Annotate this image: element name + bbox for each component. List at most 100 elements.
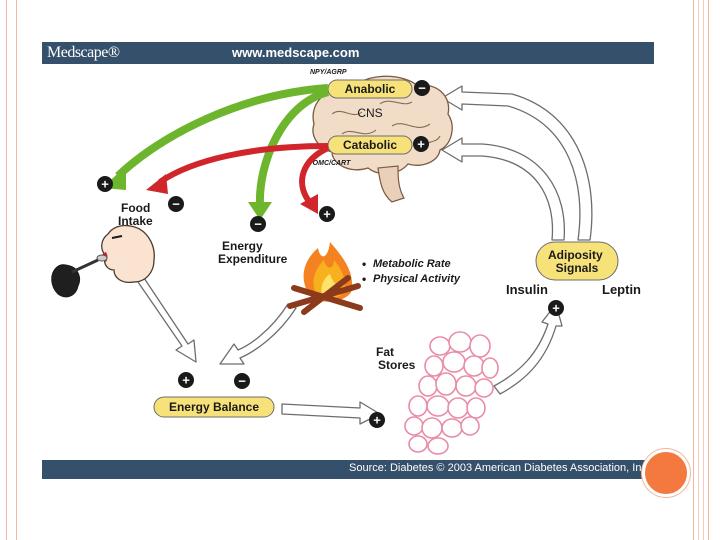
fat-cell <box>426 395 450 417</box>
catabolic-food-arrowhead <box>146 174 168 194</box>
energy-expenditure-line-1: Energy <box>222 239 263 253</box>
physical-activity-label: Physical Activity <box>373 273 461 285</box>
catabolic-label: Catabolic <box>343 138 397 152</box>
fat-plus-sign: + <box>373 413 381 428</box>
fat-cell <box>463 355 485 377</box>
adiposity-signals-label: Adiposity Signals <box>548 248 606 275</box>
food-intake-to-balance-arrow <box>137 277 197 363</box>
spoon-handle <box>71 258 99 274</box>
food-minus-marker <box>168 196 184 212</box>
balance-to-fat-arrow <box>281 401 381 425</box>
metabolic-bullet: • <box>362 257 366 271</box>
fat-stores-line-2: Stores <box>378 358 416 372</box>
adiposity-line-1: Adiposity <box>548 248 603 262</box>
balance-minus-sign: − <box>238 374 246 389</box>
fat-cell <box>455 375 477 397</box>
adiposity-plus-sign: + <box>552 301 560 316</box>
fat-cell <box>442 351 466 373</box>
fat-cell <box>421 417 443 439</box>
fat-cell <box>429 336 451 356</box>
fat-cell <box>474 378 494 398</box>
anabolic-to-food-arrow <box>115 84 329 179</box>
anabolic-expenditure-arrowhead <box>248 202 272 220</box>
fat-to-adiposity-arrow <box>493 303 563 395</box>
fat-cell <box>404 416 424 436</box>
header-url: www.medscape.com <box>232 45 360 60</box>
adiposity-line-2: Signals <box>556 261 599 275</box>
food-intake-label: Food Intake <box>118 201 154 228</box>
slide-right-border <box>693 0 709 540</box>
expenditure-minus-sign: − <box>254 217 262 232</box>
insulin-label: Insulin <box>506 282 548 297</box>
fat-plus-marker <box>369 412 385 428</box>
energy-balance-label: Energy Balance <box>169 400 259 414</box>
fat-cell <box>460 416 480 436</box>
slide-left-border <box>6 0 17 540</box>
fat-cell <box>424 355 444 377</box>
fat-cell <box>448 331 472 353</box>
leptin-label: Leptin <box>602 282 641 297</box>
food-intake-line-1: Food <box>121 201 150 215</box>
face-profile <box>101 224 155 284</box>
energy-expenditure-line-2: Expenditure <box>218 252 288 266</box>
fat-cells <box>404 331 499 455</box>
catabolic-arrows <box>158 143 330 202</box>
catabolic-to-expenditure-arrow <box>299 145 330 202</box>
decorative-orange-circle <box>642 449 690 497</box>
anabolic-to-expenditure-arrow <box>255 88 330 207</box>
fat-cell <box>408 435 428 453</box>
expenditure-to-balance-arrow <box>219 303 297 365</box>
fat-cell <box>418 375 438 397</box>
npy-agrp-label: NPY/AGRP <box>310 69 347 76</box>
campfire-icon <box>287 242 363 315</box>
fat-cell <box>427 437 449 455</box>
metabolic-rate-label: Metabolic Rate <box>373 258 451 270</box>
fat-cell <box>481 357 499 379</box>
fat-cell <box>441 418 463 438</box>
logs <box>287 275 363 315</box>
food-plus-marker <box>97 176 113 192</box>
expenditure-plus-sign: + <box>323 207 331 222</box>
fat-cell <box>435 372 457 396</box>
catabolic-to-food-arrow <box>158 143 329 185</box>
food-intake-line-2: Intake <box>118 214 153 228</box>
source-citation: Source: Diabetes © 2003 American Diabete… <box>349 462 650 474</box>
adiposity-pill <box>535 241 619 281</box>
energy-expenditure-label: Energy Expenditure <box>218 239 288 266</box>
fat-stores-label: Fat Stores <box>376 345 416 372</box>
balance-minus-marker <box>234 373 250 389</box>
food-plus-sign: + <box>101 177 109 192</box>
fat-cell <box>466 397 486 419</box>
activity-bullet: • <box>362 272 366 286</box>
cns-label: CNS <box>357 106 382 120</box>
fat-cell <box>469 334 491 358</box>
fat-cell <box>408 395 428 417</box>
fat-stores-line-1: Fat <box>376 345 394 359</box>
brain-folds <box>331 100 441 155</box>
brain-stem <box>377 165 405 203</box>
fat-cell <box>447 397 469 419</box>
face-eye <box>111 235 123 239</box>
catabolic-expenditure-arrowhead <box>300 194 318 214</box>
anabolic-minus-sign: − <box>418 81 426 96</box>
anabolic-arrows <box>115 84 330 207</box>
face-eating-icon <box>51 224 155 298</box>
spoon-bowl <box>96 254 108 262</box>
footer-bar: Source: Diabetes © 2003 American Diabete… <box>42 460 654 479</box>
catabolic-plus-marker <box>413 136 429 152</box>
energy-balance-pill <box>153 396 275 418</box>
pomc-cart-label: POMC/CART <box>308 160 351 167</box>
anabolic-minus-marker <box>414 80 430 96</box>
medscape-logo: Medscape® <box>47 44 120 61</box>
food-minus-sign: − <box>172 197 180 212</box>
header-bar: Medscape® www.medscape.com <box>42 42 654 64</box>
expenditure-plus-marker <box>319 206 335 222</box>
expenditure-minus-marker <box>250 216 266 232</box>
energy-balance-diagram: NPY/AGRP Anabolic CNS Catabolic POMC/CAR… <box>51 69 641 455</box>
balance-plus-sign: + <box>182 373 190 388</box>
adiposity-to-catabolic-arrow <box>441 137 566 241</box>
anabolic-label: Anabolic <box>345 82 396 96</box>
balance-plus-marker <box>178 372 194 388</box>
catabolic-plus-sign: + <box>417 137 425 152</box>
adiposity-plus-marker <box>548 300 564 316</box>
